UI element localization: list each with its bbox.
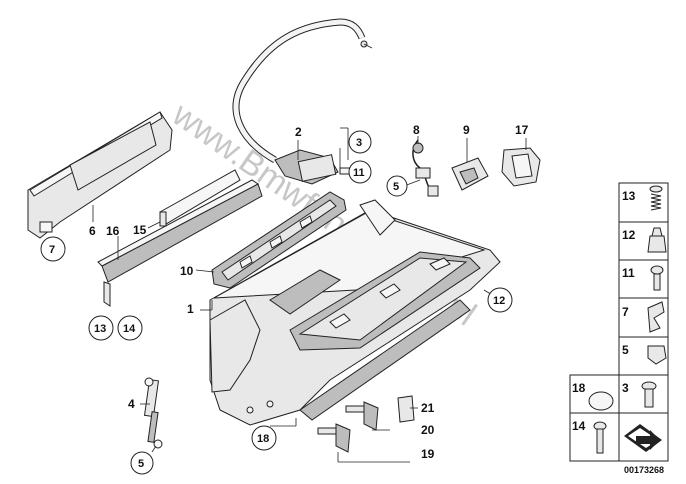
pin-icon <box>593 421 607 454</box>
legend-label-18: 18 <box>572 381 586 395</box>
latch-pin-part-20 <box>345 401 379 431</box>
label-17: 17 <box>515 123 529 137</box>
label-12: 12 <box>493 295 505 307</box>
screw-icon <box>650 265 664 291</box>
direction-arrow-icon <box>624 424 662 452</box>
cable-assembly <box>232 18 373 164</box>
callout-circle-7 <box>40 236 66 262</box>
label-14: 14 <box>123 323 136 335</box>
legend-label-3: 3 <box>622 381 629 395</box>
sensor-part-8 <box>412 139 439 197</box>
label-3: 3 <box>356 137 362 149</box>
reference-number: 00173268 <box>624 465 664 475</box>
bolt-icon <box>641 381 657 408</box>
callout-circle-3 <box>348 130 372 154</box>
legend-label-14: 14 <box>572 419 586 433</box>
hinge-rail-part-10 <box>211 191 347 289</box>
latch-pin-part-19 <box>317 423 351 453</box>
switch-part-9 <box>451 157 489 191</box>
legend-label-5: 5 <box>622 343 629 357</box>
callout-circle-5-top <box>386 175 408 197</box>
label-5-top: 5 <box>393 181 399 193</box>
label-21: 21 <box>421 401 435 415</box>
bumper-icon <box>647 227 667 253</box>
trim-bar-part-16 <box>97 179 263 307</box>
label-5-bottom: 5 <box>138 458 144 470</box>
label-18: 18 <box>257 433 269 445</box>
spring-screw-icon <box>649 185 663 211</box>
label-2: 2 <box>295 125 302 139</box>
bracket-part-17 <box>501 147 541 187</box>
callout-circle-5-bottom <box>130 451 154 475</box>
clamp-icon <box>647 345 667 365</box>
side-panel-part-7 <box>27 111 173 239</box>
label-6: 6 <box>89 224 96 238</box>
legend-label-13: 13 <box>622 189 636 203</box>
damper-strut-part-4 <box>143 377 163 449</box>
label-19: 19 <box>421 447 435 461</box>
legend-label-7: 7 <box>622 305 629 319</box>
callout-circle-18 <box>251 425 277 451</box>
label-4: 4 <box>128 397 135 411</box>
hinge-rail-part-12 <box>289 251 481 351</box>
legend-panel: 13 12 11 7 5 18 3 14 <box>569 182 669 475</box>
clip-icon <box>647 301 665 333</box>
label-15: 15 <box>133 223 147 237</box>
label-7: 7 <box>49 244 55 256</box>
insert-panel-part-15 <box>159 169 241 227</box>
label-10: 10 <box>180 264 194 278</box>
callout-circle-13 <box>88 315 114 341</box>
callout-circle-14 <box>117 315 143 341</box>
label-13: 13 <box>94 323 106 335</box>
callout-circle-12 <box>487 287 513 313</box>
label-9: 9 <box>463 123 470 137</box>
label-16: 16 <box>106 224 120 238</box>
label-1: 1 <box>187 302 194 316</box>
legend-label-11: 11 <box>622 266 635 280</box>
label-20: 20 <box>421 423 435 437</box>
callout-circle-11 <box>348 160 372 184</box>
label-11: 11 <box>353 167 365 179</box>
cover-part-21 <box>397 395 415 423</box>
lock-housing-part-2 <box>274 149 355 185</box>
legend-label-12: 12 <box>622 228 636 242</box>
cap-icon <box>588 391 614 411</box>
label-8: 8 <box>413 123 420 137</box>
